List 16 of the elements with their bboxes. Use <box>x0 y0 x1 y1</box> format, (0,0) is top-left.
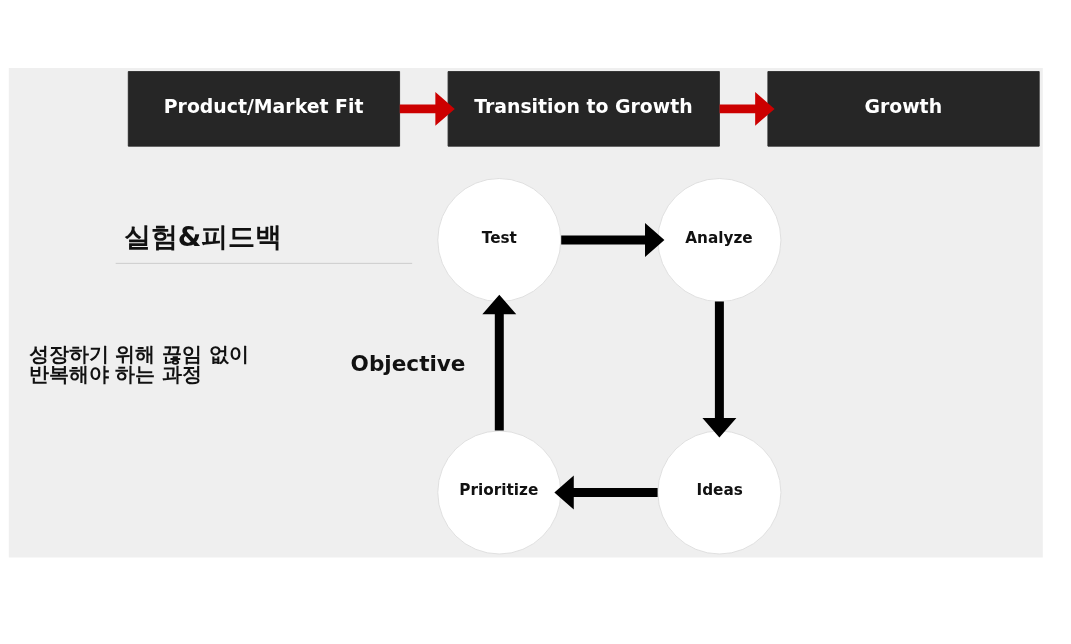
arrow <box>399 91 455 126</box>
arrow <box>482 294 517 431</box>
label: Objective <box>350 350 466 376</box>
node-box: Growth <box>767 70 1040 147</box>
node-box: Transition to Growth <box>447 70 720 147</box>
node-circle: Analyze <box>657 177 782 302</box>
node-circle: Prioritize <box>437 430 562 554</box>
node-circle: Ideas <box>657 430 782 554</box>
arrow <box>554 475 658 509</box>
arrow <box>561 222 665 257</box>
label: 성장하기 위해 끊임 없이 반복해야 하는 과정 <box>28 342 250 386</box>
arrow <box>719 91 775 126</box>
label: 실험&피드백 <box>123 220 283 252</box>
node-box: Product/Market Fit <box>127 70 401 147</box>
node-circle: Test <box>437 177 562 302</box>
arrow <box>702 301 737 437</box>
